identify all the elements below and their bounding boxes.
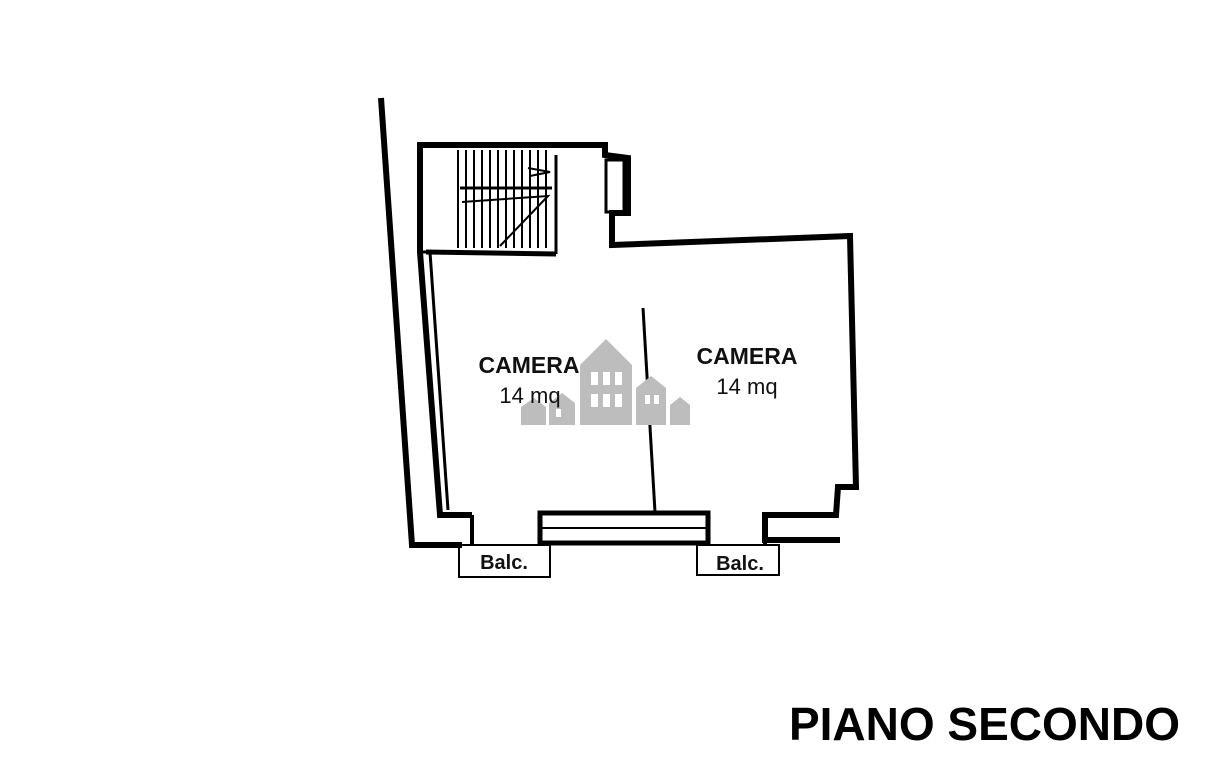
balcony-left [458, 544, 551, 578]
room-name-left: CAMERA [479, 352, 580, 378]
floor-title: PIANO SECONDO [789, 698, 1180, 750]
balcony-label-right: Balc. [716, 553, 764, 575]
balcony-label-left: Balc. [480, 552, 528, 574]
stair-direction-arrow-icon [527, 167, 551, 177]
room-area-left: 14 mq [499, 383, 560, 408]
exterior-boundary-wall [378, 97, 462, 548]
room-name-right: CAMERA [697, 343, 798, 369]
room-area-right: 14 mq [716, 374, 777, 399]
closet [604, 158, 626, 214]
balcony-right [696, 544, 780, 576]
staircase [425, 150, 558, 257]
house-logo-icon [521, 339, 690, 425]
